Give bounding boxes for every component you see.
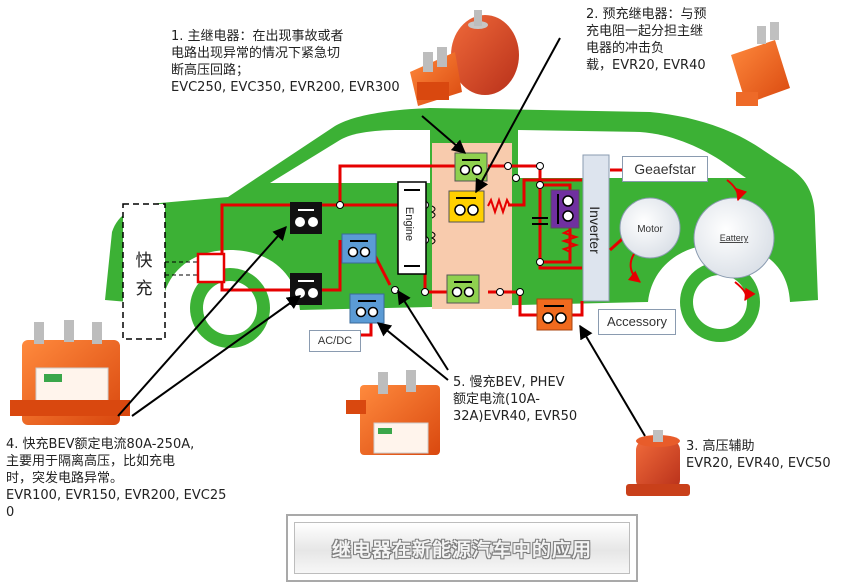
dc-resistor xyxy=(560,229,580,253)
relay-fast-charge-positive xyxy=(290,202,322,234)
annotation-fast-charge: 4. 快充BEV额定电流80A-250A, 主要用于隔离高压，比如充电 时，突发… xyxy=(6,437,227,520)
flow-arrow-3 xyxy=(734,281,756,302)
diagram-title: 继电器在新能源汽车中的应用 xyxy=(331,538,592,561)
photo-precharge-relay xyxy=(731,22,790,106)
accessory-box: Accessory xyxy=(598,309,676,335)
inverter-panel xyxy=(582,154,610,302)
generator-box: Geaefstar xyxy=(622,156,708,182)
relay-main-positive xyxy=(454,152,488,182)
motor-circle xyxy=(619,197,681,259)
acdc-box: AC/DC xyxy=(309,330,361,352)
engine-box xyxy=(397,181,427,275)
fast-charge-char-2: 充 xyxy=(136,279,153,299)
relay-slow-charge-2 xyxy=(349,293,385,324)
front-hub xyxy=(203,281,257,335)
rear-hub xyxy=(693,275,747,329)
relay-hv-auxiliary xyxy=(536,298,573,331)
photo-slow-charge-relay xyxy=(346,370,440,455)
flow-arrow-1 xyxy=(726,179,748,202)
battery-label: Eattery xyxy=(720,233,749,243)
annotation-slow-charge: 5. 慢充BEV, PHEV 额定电流(10A- 32A)EVR40, EVR5… xyxy=(453,375,578,424)
battery-circle xyxy=(693,197,775,279)
relay-precharge xyxy=(448,190,485,223)
pointer-arrows xyxy=(117,37,646,437)
inverter-label: Inverter xyxy=(587,206,603,254)
relay-main-negative xyxy=(446,274,480,304)
annotation-main-relay: 1. 主继电器：在出现事故或者 电路出现异常的情况下紧急切 断高压回路； EVC… xyxy=(171,29,400,95)
title-inner: 继电器在新能源汽车中的应用 xyxy=(294,522,630,574)
relay-dc-purple xyxy=(550,189,580,229)
title-frame: 继电器在新能源汽车中的应用 xyxy=(286,514,638,582)
precharge-resistor xyxy=(487,196,511,216)
fast-charge-inlet xyxy=(196,252,226,284)
relay-slow-charge-1 xyxy=(341,233,377,264)
engine-label: Engine xyxy=(403,207,415,241)
motor-label: Motor xyxy=(637,224,663,235)
fast-charge-char-1: 快 xyxy=(136,251,153,271)
front-window xyxy=(270,130,430,183)
annotation-hv-auxiliary: 3. 高压辅助 EVR20, EVR40, EVC50 xyxy=(686,439,831,471)
photo-main-relay xyxy=(410,10,519,106)
engine-coils xyxy=(430,205,436,245)
annotation-precharge-relay: 2. 预充继电器：与预 充电阻一起分担主继 电器的冲击负 载，EVR20, EV… xyxy=(586,7,707,73)
photo-fast-charge-relay xyxy=(10,320,130,425)
photo-hv-auxiliary-relay xyxy=(626,430,690,496)
flow-arrow-2 xyxy=(627,253,641,283)
fast-charge-port-box xyxy=(122,203,166,340)
